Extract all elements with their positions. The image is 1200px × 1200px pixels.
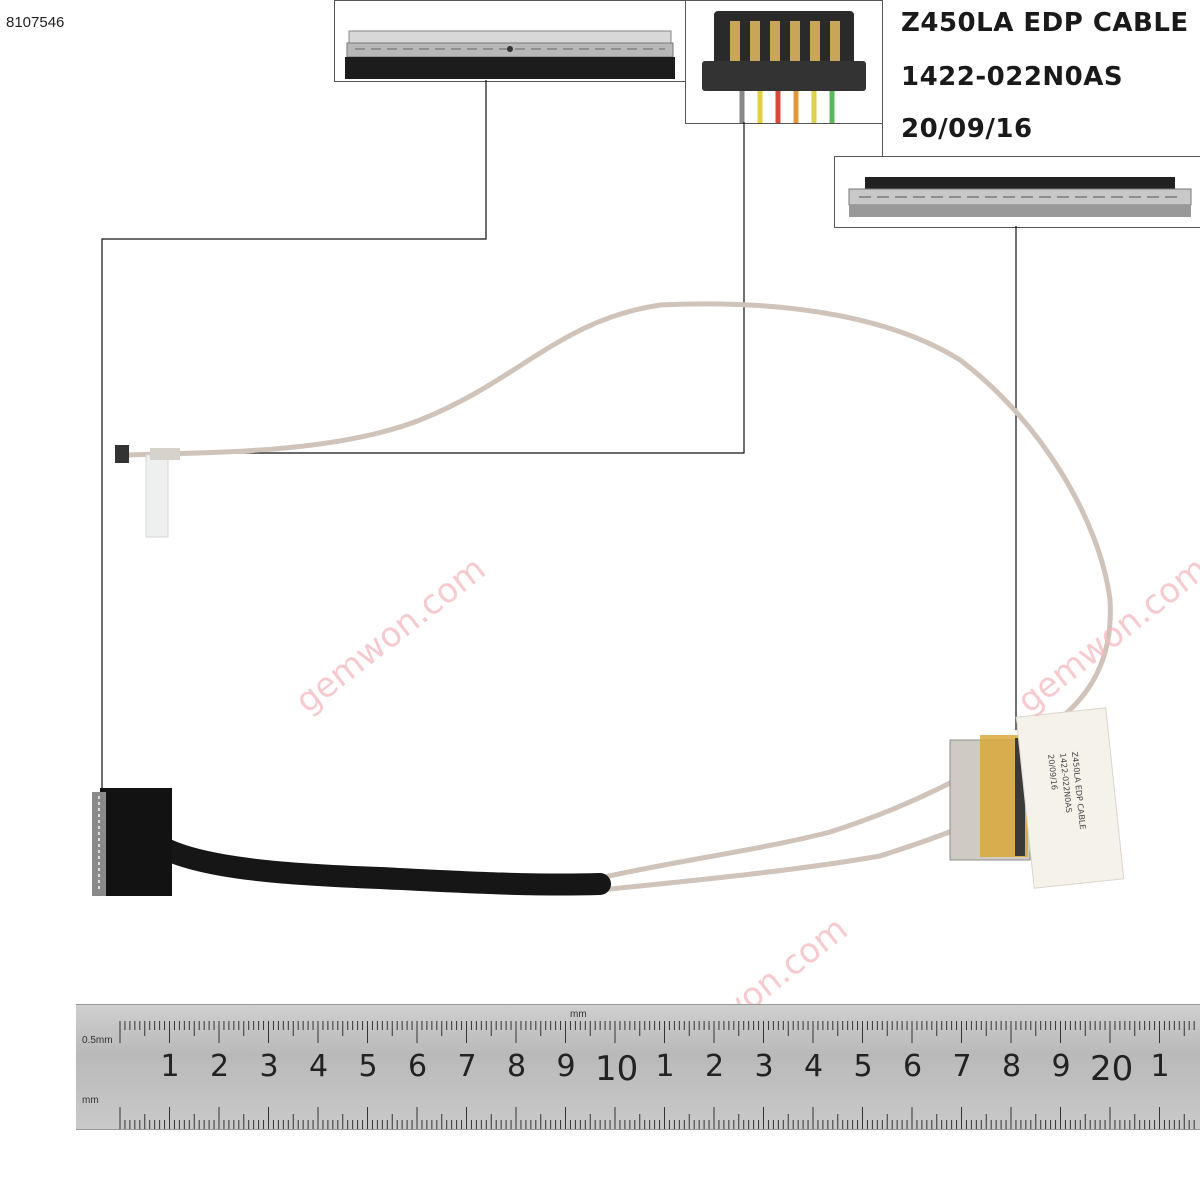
black-sleeve: [147, 834, 611, 896]
ruler-number: 3: [259, 1049, 279, 1084]
thin-cable: [125, 301, 1113, 881]
ruler-number: 4: [804, 1049, 824, 1084]
leader-line-middle: [180, 122, 745, 454]
ruler-number: 20: [1090, 1049, 1134, 1089]
left-edp-connector: [100, 788, 172, 896]
ruler-number: 10: [595, 1049, 639, 1089]
inset-small-connector: [685, 0, 884, 124]
cable-photo: Z450LA EDP CABLE 1422-022N0AS 20/09/16: [92, 80, 1125, 896]
ruler-number: 1: [1150, 1049, 1170, 1084]
ruler-unit-mm-top: mm: [570, 1009, 587, 1020]
ruler-number: 1: [160, 1049, 180, 1084]
connector-small-image: [686, 1, 883, 123]
ruler-unit-half-mm: 0.5mm: [82, 1035, 113, 1046]
ruler-number: 9: [1051, 1049, 1071, 1084]
cable-sticker: [1015, 707, 1125, 889]
ruler-number: 4: [309, 1049, 329, 1084]
ruler-number: 8: [507, 1049, 527, 1084]
ruler-number: 7: [457, 1049, 477, 1084]
product-label-box: Z450LA EDP CABLE 1422-022N0AS 20/09/16: [882, 0, 1200, 159]
ruler-number: 5: [358, 1049, 378, 1084]
connector-wide-image: [335, 1, 685, 81]
product-sku: 8107546: [6, 14, 65, 31]
small-connector: [115, 445, 129, 463]
label-date: 20/09/16: [901, 114, 1033, 144]
ruler-number: 5: [853, 1049, 873, 1084]
inset-wide-connector-left: [334, 0, 686, 82]
label-part-number: 1422-022N0AS: [901, 62, 1124, 92]
ruler-number: 2: [210, 1049, 230, 1084]
ruler-number: 6: [903, 1049, 923, 1084]
ruler-unit-mm-bottom: mm: [82, 1095, 99, 1106]
sticker-date: 20/09/16: [1046, 754, 1059, 791]
ruler-number: 8: [1002, 1049, 1022, 1084]
ruler-number: 2: [705, 1049, 725, 1084]
ruler-number: 3: [754, 1049, 774, 1084]
leader-line-left: [101, 80, 487, 790]
second-cable: [597, 819, 978, 893]
small-connector-tape: [145, 454, 169, 538]
measuring-ruler: 0.5mm mm mm 123456789101234567892012: [76, 1004, 1200, 1130]
connector-wide-right-image: [835, 157, 1200, 227]
ruler-ticks: [119, 1021, 1195, 1129]
ruler-number: 9: [556, 1049, 576, 1084]
ruler-number: 1: [655, 1049, 675, 1084]
ruler-number: 6: [408, 1049, 428, 1084]
label-model: Z450LA EDP CABLE: [901, 8, 1189, 38]
ruler-number: 7: [952, 1049, 972, 1084]
inset-wide-connector-right: [834, 156, 1200, 228]
